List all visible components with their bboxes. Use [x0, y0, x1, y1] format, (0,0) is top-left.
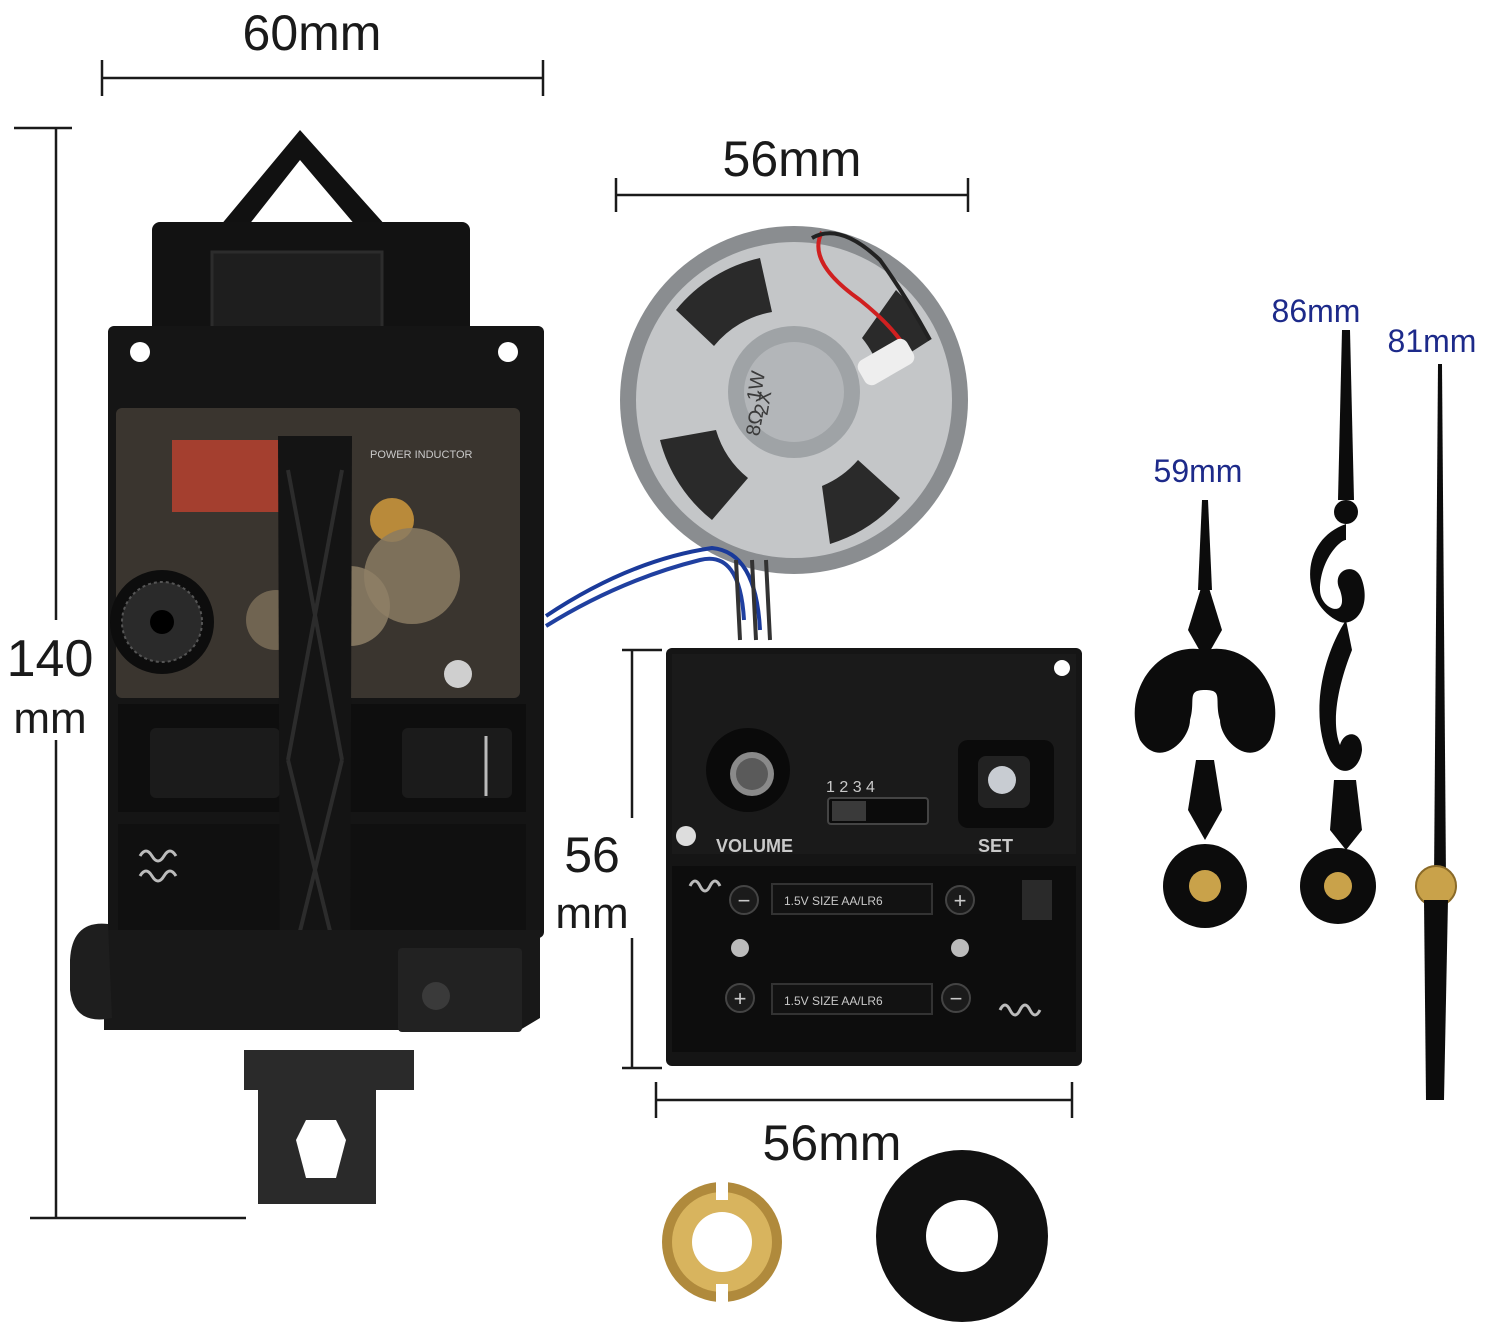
box-height-56-unit: mm	[555, 889, 628, 938]
minus-sign-top: −	[738, 888, 751, 913]
speaker-56mm-label: 56mm	[723, 131, 862, 187]
switch-numbers: 1 2 3 4	[826, 779, 875, 796]
hour-hand	[1134, 500, 1276, 928]
speaker-spec-1w: 1W	[743, 369, 770, 402]
chime-box: VOLUME 1 2 3 4 SET 1.5V SIZE AA/LR6 1.5V…	[666, 648, 1082, 1066]
speaker-spec-8ohm: 8Ω	[742, 408, 768, 438]
speaker: 1W 2X 8Ω	[544, 226, 968, 641]
minute-hand-length: 86mm	[1272, 293, 1361, 329]
battery-label-top: 1.5V SIZE AA/LR6	[784, 894, 883, 908]
dimension-60mm	[100, 60, 545, 96]
speaker-spec-2x: 2X	[750, 389, 776, 417]
second-hand	[1415, 364, 1457, 1100]
brass-nut	[662, 1180, 782, 1304]
box-height-56-label: 56	[564, 827, 620, 883]
plus-sign-bottom: +	[734, 986, 747, 1011]
minute-hand	[1300, 330, 1376, 924]
power-inductor-label: POWER INDUCTOR	[370, 449, 473, 461]
second-hand-length: 81mm	[1388, 323, 1477, 359]
rubber-washer	[876, 1150, 1048, 1322]
plus-sign-top: +	[954, 888, 967, 913]
height-140-label: 140	[7, 630, 94, 688]
dimension-56mm-speaker	[614, 178, 970, 212]
hour-hand-length: 59mm	[1154, 453, 1243, 489]
minus-sign-bottom: −	[950, 986, 963, 1011]
height-140-unit: mm	[13, 694, 86, 743]
set-label: SET	[978, 836, 1013, 856]
pendulum-movement: POWER INDUCTOR	[70, 130, 544, 1204]
box-width-56mm-label: 56mm	[763, 1115, 902, 1171]
width-60mm-label: 60mm	[243, 5, 382, 61]
volume-label: VOLUME	[716, 836, 793, 856]
dimension-56mm-box-width	[654, 1082, 1074, 1118]
battery-label-bottom: 1.5V SIZE AA/LR6	[784, 994, 883, 1008]
